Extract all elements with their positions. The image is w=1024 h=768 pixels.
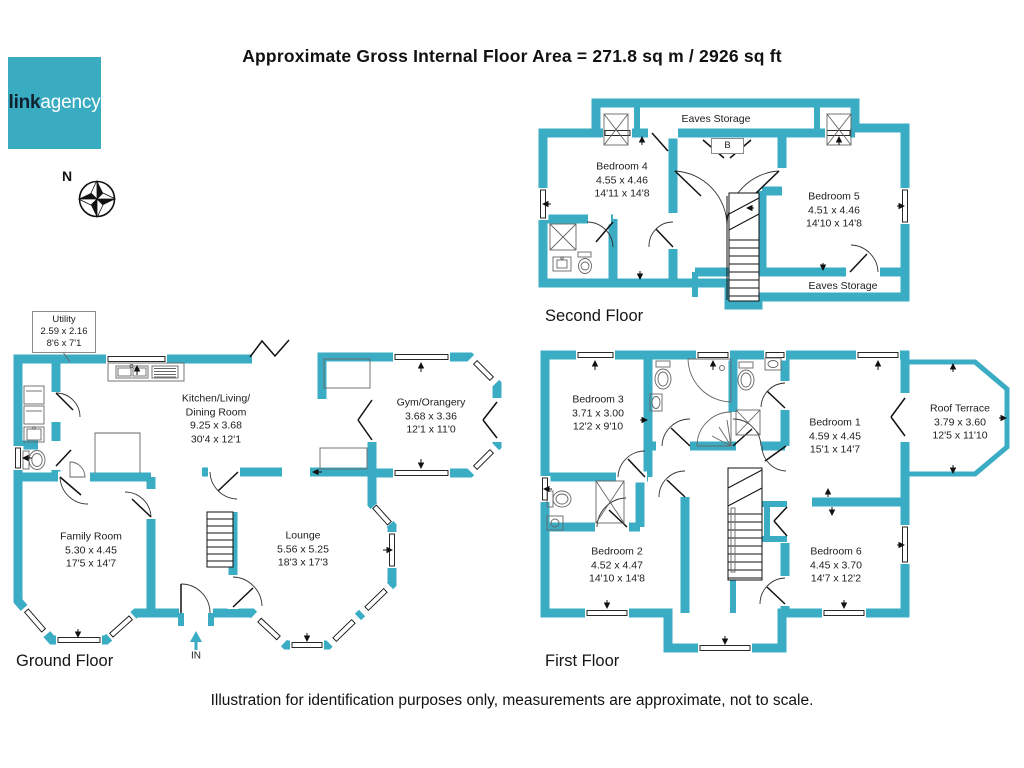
page-title: Approximate Gross Internal Floor Area = …	[242, 46, 782, 66]
toilet-icon	[546, 490, 572, 508]
sink-icon	[649, 393, 663, 412]
room-label-bedroom-5: Bedroom 5 4.51 x 4.46 14'10 x 14'8	[806, 190, 862, 230]
first-floor-plan	[539, 349, 1010, 654]
entrance-arrow-icon	[190, 631, 202, 650]
stairs-icon	[726, 192, 760, 302]
shower-tray-icon	[549, 223, 577, 251]
disclaimer-footer: Illustration for identification purposes…	[210, 692, 814, 709]
entrance-in-label: IN	[191, 650, 201, 662]
stairs-icon	[206, 511, 234, 568]
bifold-door-icon	[773, 506, 788, 537]
room-label-bedroom-6: Bedroom 6 4.45 x 3.70 14'7 x 12'2	[810, 545, 862, 585]
french-doors-icon	[890, 397, 906, 437]
room-label-bedroom-1: Bedroom 1 4.59 x 4.45 15'1 x 14'7	[809, 416, 861, 456]
washer-icon	[23, 385, 45, 425]
shower-icon	[595, 480, 625, 524]
floor-title-ground: Ground Floor	[16, 652, 114, 670]
room-label-gym-orangery: Gym/Orangery 3.68 x 3.36 12'1 x 11'0	[396, 396, 466, 436]
porch-walls	[178, 613, 214, 626]
sink-icon	[546, 515, 564, 531]
logo-text-bold: link	[8, 92, 41, 113]
room-label-roof-terrace: Roof Terrace 3.79 x 3.60 12'5 x 11'10	[930, 402, 990, 442]
lounge-step	[319, 447, 368, 470]
room-label-bedroom-4: Bedroom 4 4.55 x 4.46 14'11 x 14'8	[594, 160, 650, 200]
kitchen-step	[94, 432, 141, 473]
second-floor-plan	[537, 98, 911, 310]
room-label-bedroom-2: Bedroom 2 4.52 x 4.47 14'10 x 14'8	[589, 545, 645, 585]
toilet-icon	[577, 251, 592, 274]
toilet-icon	[22, 450, 46, 470]
french-doors-icon	[482, 401, 498, 439]
shower-tray-icon	[735, 409, 761, 436]
bath-icon	[687, 358, 732, 403]
skylight-icon	[603, 113, 629, 146]
sink-icon	[23, 426, 45, 443]
boiler-label: B	[711, 138, 744, 154]
compass-icon	[78, 180, 116, 218]
room-label-lounge: Lounge 5.56 x 5.25 18'3 x 17'3	[277, 529, 329, 569]
floor-title-second: Second Floor	[545, 307, 644, 325]
toilet-icon	[654, 360, 672, 390]
french-doors-icon	[357, 399, 373, 441]
roof-terrace-walls	[905, 359, 1010, 477]
logo-text-light: agency	[40, 92, 101, 113]
sink-icon	[552, 256, 572, 272]
room-label-bedroom-3: Bedroom 3 3.71 x 3.00 12'2 x 9'10	[572, 393, 624, 433]
room-label-kitchen-living-dining: Kitchen/Living/ Dining Room 9.25 x 3.68 …	[181, 392, 251, 446]
room-label-eaves-storage-top: Eaves Storage	[681, 113, 751, 126]
shower-icon	[696, 411, 732, 447]
toilet-icon	[737, 361, 755, 391]
ground-floor-plan	[12, 339, 503, 651]
chimney	[323, 358, 371, 389]
sink-icon	[764, 357, 782, 371]
break-line-icon	[249, 339, 290, 358]
room-label-eaves-storage-bottom: Eaves Storage	[808, 280, 878, 293]
room-label-family-room: Family Room 5.30 x 4.45 17'5 x 14'7	[60, 530, 122, 570]
north-label: N	[62, 168, 73, 184]
room-label-utility: Utility 2.59 x 2.16 8'6 x 7'1	[32, 311, 96, 353]
kitchen-counter-icon	[107, 362, 185, 382]
stairs-icon	[727, 467, 763, 581]
basin-icon	[69, 461, 86, 478]
floor-title-first: First Floor	[545, 652, 620, 670]
